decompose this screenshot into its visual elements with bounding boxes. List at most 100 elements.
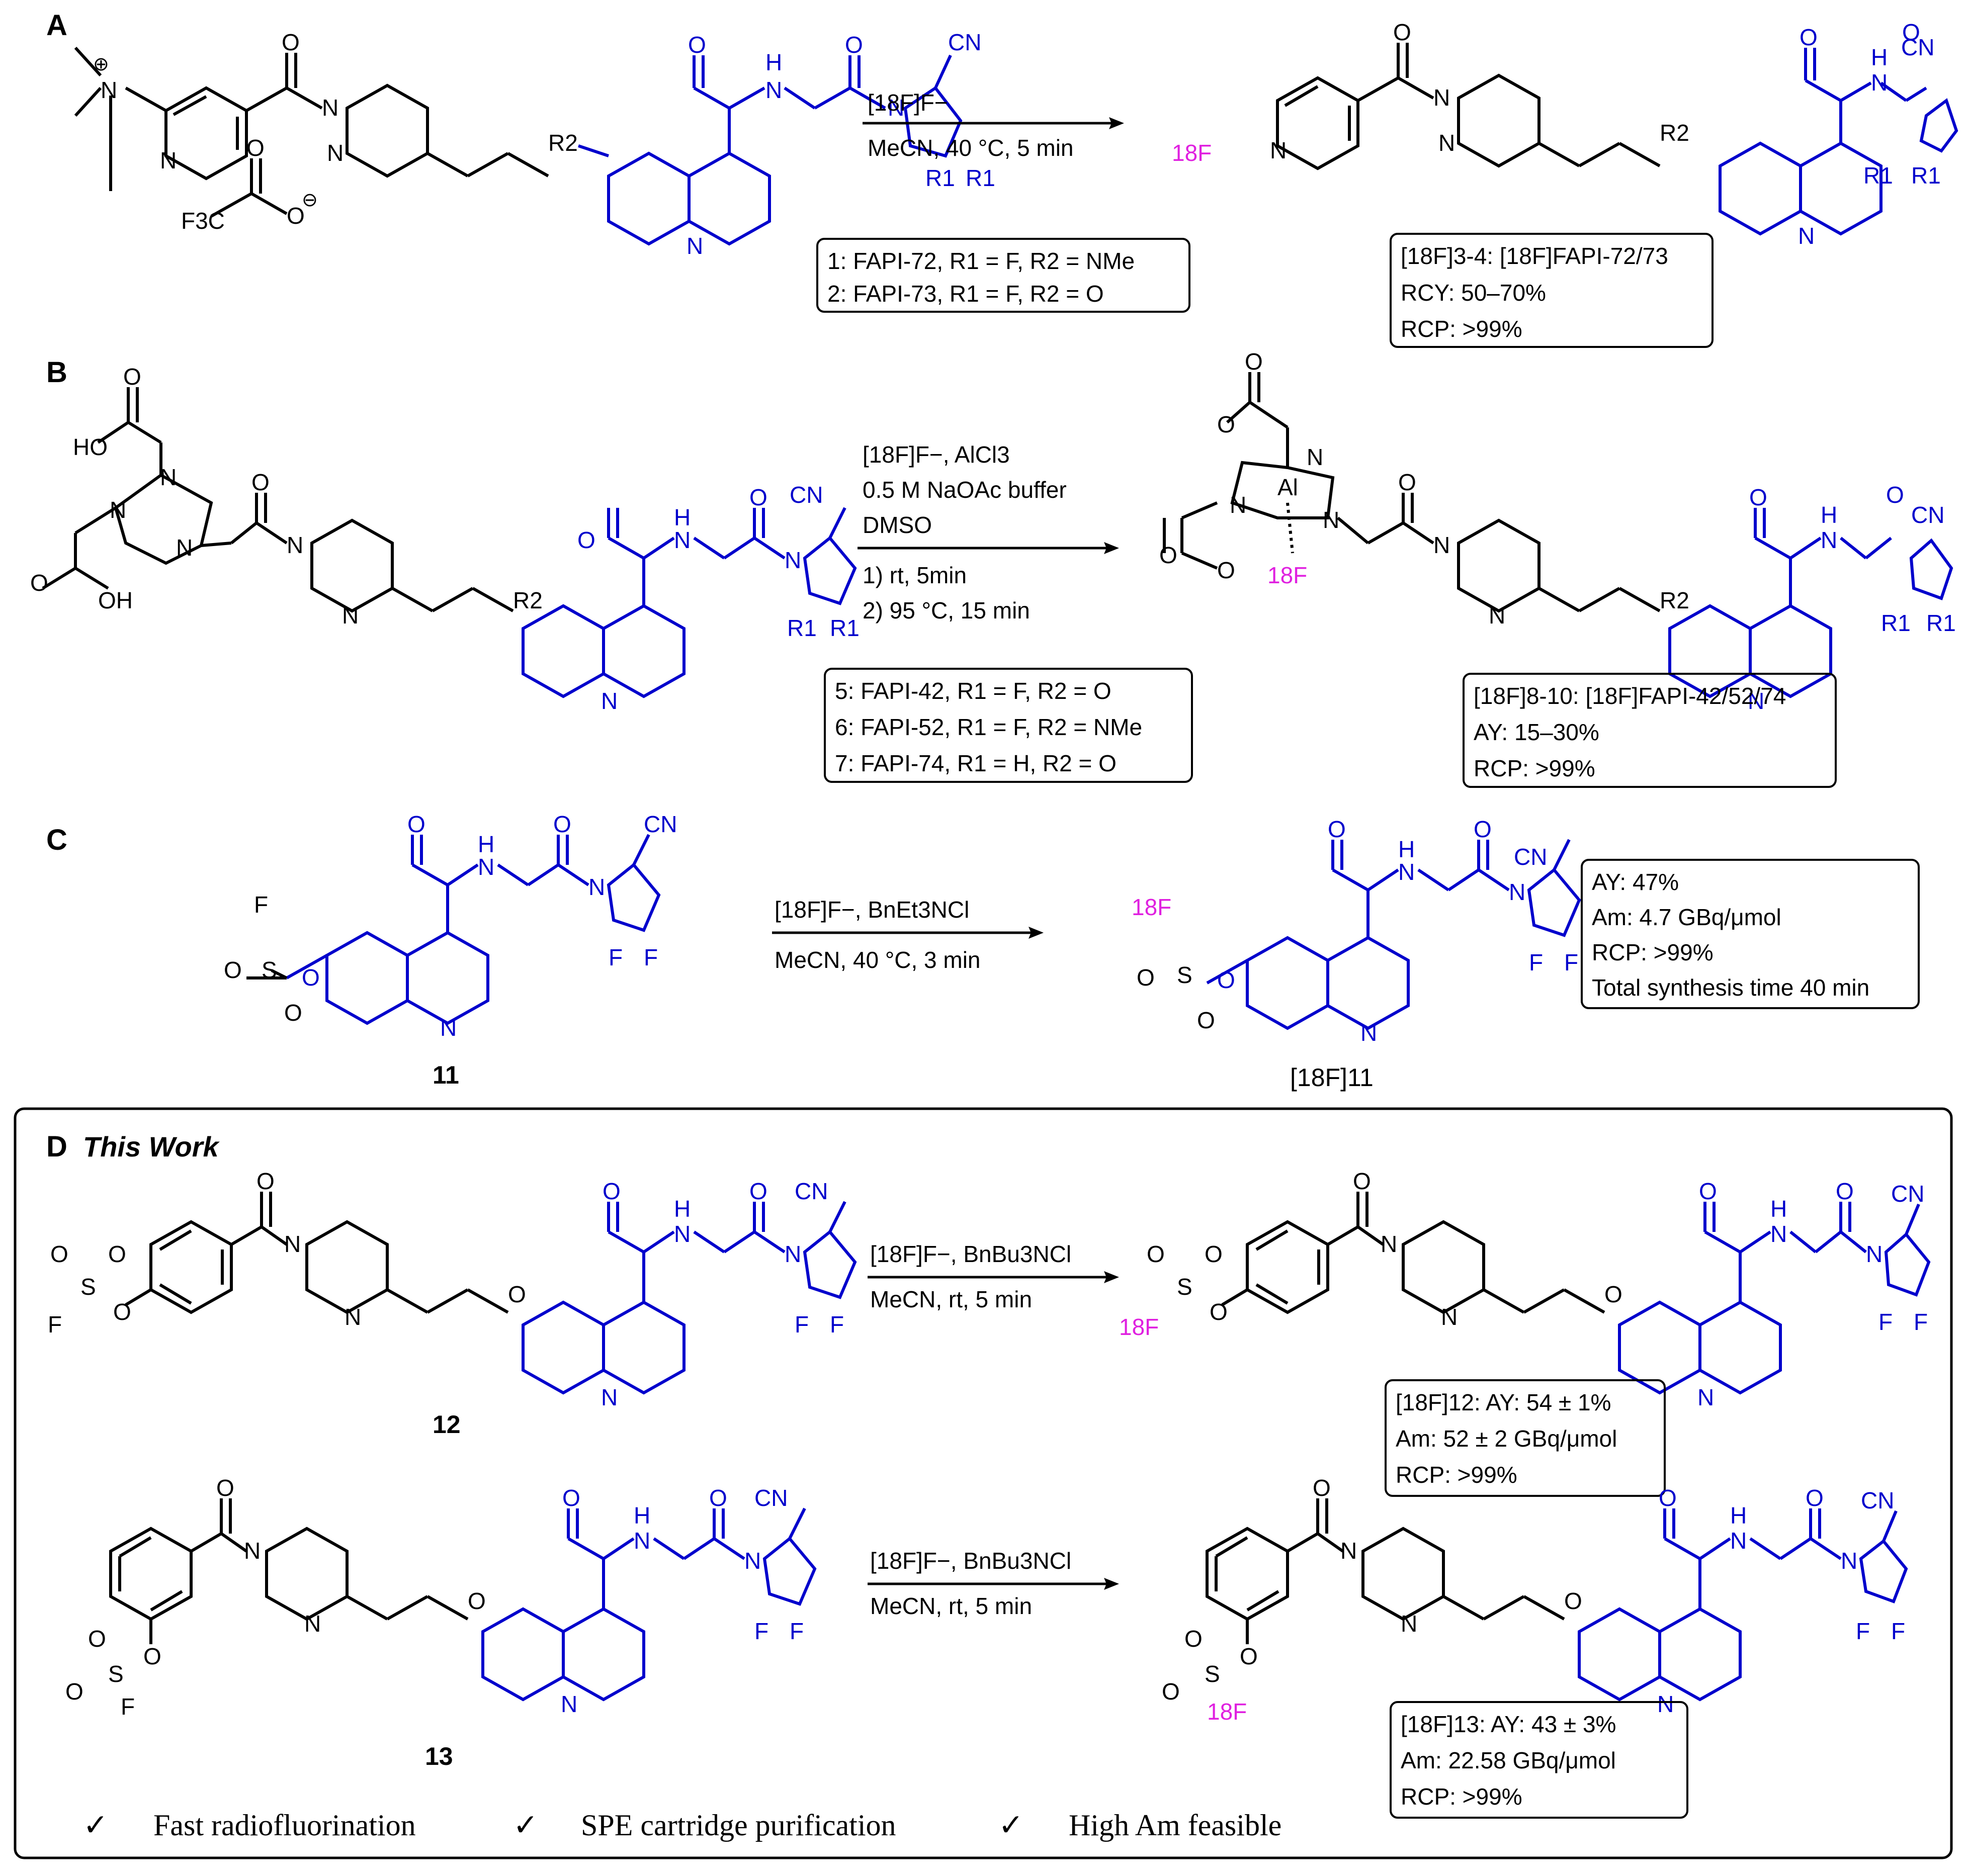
atom-o: O <box>282 29 300 55</box>
atom-n: N <box>160 464 177 490</box>
panel-d: D This Work O O S F O O N N O <box>14 1107 1953 1859</box>
atom-n: N <box>1360 1020 1377 1046</box>
atom-n: N <box>440 1015 457 1041</box>
atom-n: N <box>1489 602 1505 629</box>
charge-minus-icon: ⊖ <box>302 190 318 211</box>
atom-o: O <box>1240 1643 1258 1669</box>
atom-o: O <box>302 964 320 991</box>
reagent-line: [18F]F−, AlCl3 <box>863 441 1010 468</box>
compound-5: 5: FAPI-42, R1 = F, R2 = O <box>835 678 1111 704</box>
group-cn: CN <box>1514 844 1547 870</box>
panel-letter-b: B <box>46 356 67 389</box>
atom-o: O <box>688 32 706 58</box>
atom-n: N <box>284 1231 301 1257</box>
atom-o: O <box>88 1626 106 1652</box>
product-c <box>1206 839 1581 1030</box>
atom-o: O <box>1245 348 1263 375</box>
compound-label-11: 11 <box>433 1061 459 1089</box>
reagent-line: 0.5 M NaOAc buffer <box>863 477 1067 503</box>
product-13-blue <box>1578 1508 1908 1702</box>
reactant-b-blue-labels: O N H O N CN N R1 R1 <box>577 482 860 714</box>
group-cn: CN <box>1861 1487 1894 1513</box>
atom-h: H <box>674 1196 691 1222</box>
atom-f: F <box>790 1618 804 1644</box>
product-12-blue-labels: O N H O N CN N F F <box>1697 1178 1928 1410</box>
panel-a: A <box>46 9 1958 348</box>
atom-o: O <box>709 1485 727 1511</box>
atom-s: S <box>108 1661 124 1687</box>
atom-n: N <box>110 497 126 523</box>
group-r1: R1 <box>966 165 995 191</box>
atom-o: O <box>1353 1168 1371 1194</box>
result-line: [18F]13: AY: 43 ± 3% <box>1401 1711 1616 1737</box>
atom-o: O <box>562 1485 580 1511</box>
atom-h: H <box>1398 836 1415 862</box>
reagent-line-2: MeCN, rt, 5 min <box>870 1593 1032 1619</box>
atom-o: O <box>1886 482 1904 508</box>
atom-o: O <box>284 1000 302 1026</box>
atom-n: N <box>1841 1548 1857 1574</box>
reactant-a-labels: N N ⊕ O N N O O ⊖ F3C R2 <box>93 29 578 234</box>
product-b-labels: O O N Al N N O O 18F O N N R2 <box>1159 348 1689 629</box>
reagent-line-1: [18F]F−, BnBu3NCl <box>870 1241 1071 1267</box>
group-r1: R1 <box>787 615 817 641</box>
reactant-13-blue-labels: O N H O N CN N F F <box>561 1485 804 1717</box>
atom-o: O <box>1800 24 1818 50</box>
atom-n: N <box>1433 84 1450 111</box>
atom-n: N <box>888 95 904 121</box>
atom-n: N <box>176 534 193 561</box>
atom-f: F <box>754 1618 768 1644</box>
product-box-line: RCP: >99% <box>1401 316 1522 342</box>
atom-n: N <box>1821 527 1837 553</box>
atom-n-plus: N <box>101 77 117 103</box>
product-13-blue-labels: O N H O N CN N F F <box>1657 1485 1905 1717</box>
result-box-12 <box>1385 1379 1666 1497</box>
product-b-blue <box>1668 508 1953 698</box>
compound-box-a <box>816 238 1190 313</box>
atom-o: O <box>1137 964 1155 991</box>
compound-6: 6: FAPI-52, R1 = F, R2 = NMe <box>835 714 1142 740</box>
radiofluorine-label: 18F <box>1267 562 1307 588</box>
atom-o: O <box>1159 542 1177 568</box>
atom-o: O <box>577 527 595 553</box>
panel-d-frame <box>14 1107 1953 1859</box>
atom-o: O <box>1398 469 1416 495</box>
atom-n: N <box>1270 137 1287 163</box>
feature-checklist: ✓ Fast radiofluorination ✓ SPE cartridge… <box>83 1808 1281 1842</box>
result-line: Total synthesis time 40 min <box>1592 974 1869 1001</box>
atom-n: N <box>1657 1691 1674 1717</box>
atom-o: O <box>1806 1485 1824 1511</box>
panel-letter-d: D <box>46 1130 67 1163</box>
atom-n: N <box>1433 532 1450 558</box>
atom-f: F <box>1564 949 1578 975</box>
atom-o: O <box>1836 1178 1854 1204</box>
atom-n: N <box>244 1538 261 1564</box>
product-a-blue-labels: O N H O CN N R1 R1 <box>1798 19 1941 249</box>
atom-o: O <box>143 1643 161 1669</box>
atom-o: O <box>1393 19 1411 45</box>
group-cn: CN <box>1901 34 1934 60</box>
reactant-a-blue-labels: O N H O N CN R1 R1 N <box>687 29 995 259</box>
check-icon: ✓ <box>998 1808 1023 1842</box>
atom-al: Al <box>1277 474 1298 500</box>
product-12-black <box>1221 1192 1605 1314</box>
product-box-line: [18F]8-10: [18F]FAPI-42/52/74 <box>1474 683 1786 709</box>
product-b-black <box>1163 372 1661 613</box>
atom-n: N <box>634 1528 650 1554</box>
atom-h: H <box>1871 44 1888 70</box>
product-a-black <box>1276 43 1661 170</box>
atom-h: H <box>478 831 494 857</box>
atom-f: F <box>1878 1309 1893 1335</box>
reagent-line: 2) 95 °C, 15 min <box>863 597 1030 623</box>
compound-7: 7: FAPI-74, R1 = H, R2 = O <box>835 750 1117 776</box>
result-line: RCP: >99% <box>1592 939 1714 965</box>
reactant-a-blue <box>578 54 963 246</box>
panel-b: B HO O N N N <box>30 348 1956 788</box>
atom-n: N <box>1866 1241 1883 1267</box>
atom-h: H <box>765 49 782 75</box>
atom-o: O <box>1162 1678 1180 1705</box>
atom-o: O <box>1147 1241 1165 1267</box>
atom-n: N <box>744 1548 761 1574</box>
atom-n: N <box>322 95 338 121</box>
